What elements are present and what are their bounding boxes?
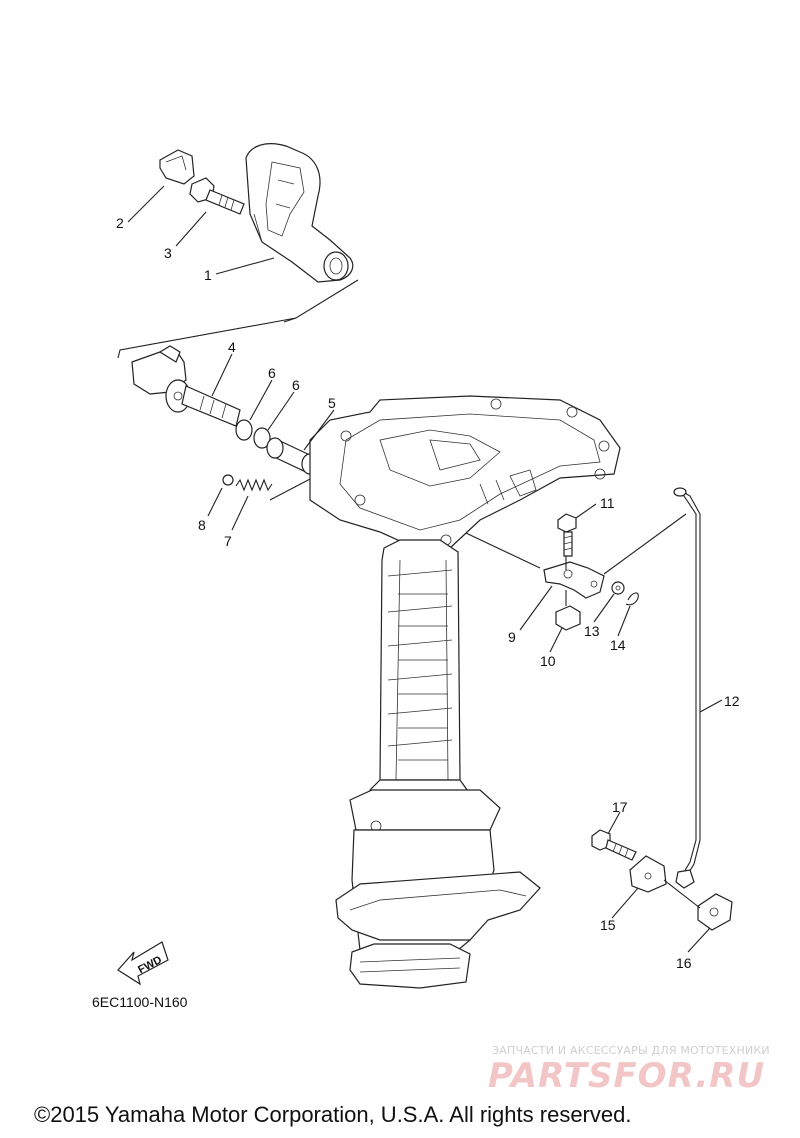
callout-5: 5 xyxy=(328,395,336,411)
callout-10: 10 xyxy=(540,653,556,669)
callout-17: 17 xyxy=(612,799,628,815)
callout-8: 8 xyxy=(198,517,206,533)
rod-part xyxy=(673,487,701,889)
lower-casing-part xyxy=(335,829,541,989)
callout-6a: 6 xyxy=(268,365,276,381)
callout-9: 9 xyxy=(508,629,516,645)
ball-part xyxy=(222,474,234,486)
callout-7: 7 xyxy=(224,533,232,549)
washer-part xyxy=(611,581,625,595)
callout-4: 4 xyxy=(228,339,236,355)
bolt-part xyxy=(557,513,577,557)
callout-15: 15 xyxy=(600,917,616,933)
bracket-part xyxy=(629,855,667,893)
upper-casing-part xyxy=(349,539,501,832)
block-part xyxy=(555,605,581,631)
o-ring-part xyxy=(235,419,253,441)
callout-13: 13 xyxy=(584,623,600,639)
cotter-pin-part xyxy=(625,592,639,606)
mount-plate-part xyxy=(309,395,621,551)
spring-part xyxy=(235,478,273,492)
watermark-tagline: ЗАПЧАСТИ И АКСЕССУАРЫ ДЛЯ МОТОТЕХНИКИ xyxy=(492,1044,770,1057)
tiller-handle-part xyxy=(245,143,354,283)
callout-16: 16 xyxy=(676,955,692,971)
o-ring-part xyxy=(253,427,271,449)
plate-part xyxy=(697,893,733,931)
callout-14: 14 xyxy=(610,637,626,653)
callout-2: 2 xyxy=(116,215,124,231)
callout-3: 3 xyxy=(164,245,172,261)
bolt-part xyxy=(591,829,637,861)
diagram-code: 6EC1100-N160 xyxy=(92,994,188,1010)
clip-part xyxy=(159,149,195,185)
copyright-notice: ©2015 Yamaha Motor Corporation, U.S.A. A… xyxy=(34,1102,632,1127)
bolt-part xyxy=(189,177,245,215)
callout-6b: 6 xyxy=(292,377,300,393)
bracket-part xyxy=(543,561,605,599)
callout-1: 1 xyxy=(204,267,212,283)
watermark-logo: PARTSFOR.RU xyxy=(488,1056,766,1096)
fwd-arrow-icon: FWD xyxy=(117,941,169,986)
shaft-assembly-part xyxy=(131,345,241,427)
callout-11: 11 xyxy=(600,495,615,511)
callout-12: 12 xyxy=(724,693,740,709)
